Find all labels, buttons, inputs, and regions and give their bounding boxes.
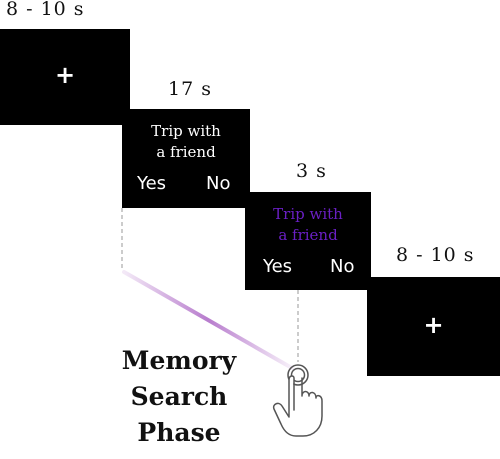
- timing-label-fixation-2: 8 - 10 s: [396, 244, 475, 266]
- cue-text: Trip with a friend: [122, 121, 250, 163]
- phase-label-line-2: Search: [130, 382, 228, 411]
- phase-label-line-3: Phase: [137, 418, 221, 447]
- response-yes: Yes: [263, 256, 293, 277]
- cue-line-1: Trip with: [151, 122, 221, 140]
- cue-line-1: Trip with: [273, 205, 343, 223]
- response-no: No: [330, 256, 355, 277]
- timing-label-fixation-1: 8 - 10 s: [6, 0, 85, 20]
- timing-label-cue-2: 3 s: [296, 160, 327, 182]
- response-yes: Yes: [137, 173, 167, 194]
- fixation-cross: +: [54, 61, 76, 89]
- phase-label: Memory Search Phase: [104, 343, 254, 451]
- response-no: No: [206, 173, 231, 194]
- memory-search-gradient-line: [122, 270, 294, 370]
- fixation-screen-1: +: [0, 29, 130, 125]
- cue-text-highlighted: Trip with a friend: [245, 204, 371, 246]
- phase-label-line-1: Memory: [121, 346, 237, 375]
- cue-line-2: a friend: [156, 143, 216, 161]
- timing-label-cue-1: 17 s: [168, 78, 212, 100]
- fixation-screen-2: +: [367, 277, 500, 376]
- fixation-cross: +: [423, 311, 444, 339]
- cue-screen-1: Trip with a friend Yes No: [122, 109, 250, 208]
- cue-screen-2: Trip with a friend Yes No: [245, 192, 371, 290]
- touch-hand-icon: [272, 364, 323, 437]
- cue-line-2: a friend: [278, 226, 338, 244]
